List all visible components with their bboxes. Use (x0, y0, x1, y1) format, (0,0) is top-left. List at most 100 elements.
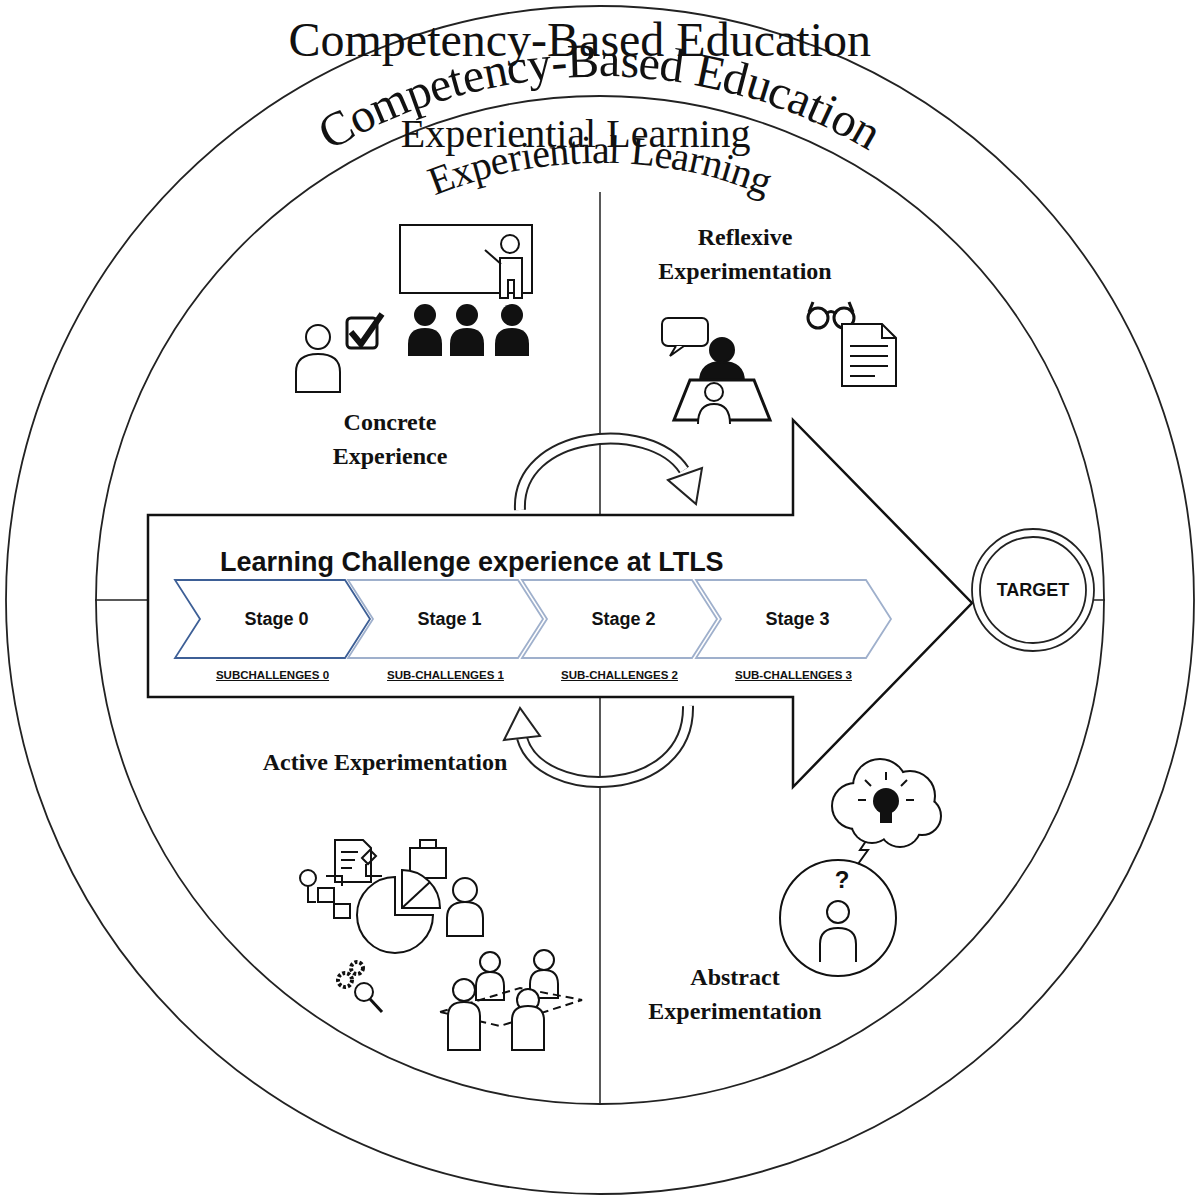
process-icon-part (334, 904, 350, 918)
idea-cloud-icon-part-part (880, 806, 920, 846)
discussion-icon (662, 318, 770, 424)
idea-cloud-icon-part-part (906, 799, 914, 801)
discussion-icon-part (670, 346, 684, 356)
idea-cloud-icon-part-part (885, 772, 887, 780)
question-mark: ? (822, 868, 862, 892)
discussion-icon-part (698, 404, 730, 424)
cycle-arrow-part (504, 708, 540, 740)
meeting-icon-part (480, 952, 500, 972)
meeting-icon-part (512, 1006, 544, 1050)
stage-chevron-outline (696, 580, 891, 684)
group-icon-part (456, 304, 478, 326)
gear-search-icon-part (370, 999, 382, 1012)
thinking-person-icon-part (820, 928, 856, 962)
group-icon-part (495, 328, 529, 356)
stage-label: Stage 1 (348, 607, 543, 631)
stage-chevron: Stage 1SUB-CHALLENGES 1 (348, 580, 543, 684)
person-icon (296, 325, 340, 392)
chevron-shape (696, 580, 891, 658)
document-icon-part (850, 365, 888, 367)
subchallenge-label: SUBCHALLENGES 0 (175, 666, 370, 684)
checkbox-icon-part (351, 314, 382, 344)
teacher-whiteboard-icon-part (485, 250, 501, 264)
stage-label: Stage 2 (522, 607, 717, 631)
meeting-icon-part (453, 979, 475, 1001)
glasses-icon-part (849, 302, 853, 312)
meeting-icon-part (448, 1002, 480, 1050)
group-icon-part (408, 328, 442, 356)
ring-circle (96, 96, 1104, 1104)
process-icon-part (308, 876, 342, 902)
person-icon-part (296, 354, 340, 392)
ring-circle (6, 6, 1194, 1194)
document-icon-part (842, 324, 896, 386)
checkbox-icon (347, 314, 382, 348)
thinking-person-icon-part (780, 860, 896, 976)
quadrant-label: Active Experimentation (260, 745, 510, 779)
process-icon (300, 870, 350, 918)
document-icon (842, 324, 896, 386)
stage-chevron: Stage 0 SUBCHALLENGES 0 (175, 580, 370, 684)
person-icon-part (306, 325, 330, 349)
cycle-arrow-part (522, 706, 688, 782)
meeting-icon-part (476, 972, 504, 1000)
idea-cloud-icon-part-part (865, 780, 871, 786)
pie-chart-icon-part (402, 882, 430, 908)
process-icon-part (300, 870, 316, 886)
idea-cloud-icon-part-part (880, 806, 920, 846)
teacher-whiteboard-icon (400, 225, 532, 298)
discussion-icon-part (662, 318, 708, 346)
challenge-arrow: Stage 0SUBCHALLENGES 0Stage 1SUB-CHALLEN… (148, 420, 972, 787)
pie-chart-icon-part (402, 870, 440, 908)
idea-cloud-icon-part (873, 788, 899, 814)
cycle-arrow-part (520, 439, 684, 510)
idea-cloud-icon (833, 760, 940, 846)
gear-search-icon-part (355, 983, 373, 1001)
challenge-arrow-outline (148, 420, 972, 787)
stage-label: Stage 3 (696, 607, 891, 631)
quadrant-label: Concrete Experience (290, 405, 490, 473)
teacher-whiteboard-icon-part (500, 258, 522, 298)
gear-search-icon-part (338, 973, 352, 987)
chevron-shape (348, 580, 543, 658)
document-icon-part (850, 375, 875, 377)
meeting-icon (440, 950, 582, 1050)
chevron-shape (522, 580, 717, 658)
gear-search-icon (338, 962, 382, 1012)
idea-cloud-icon-part (833, 760, 940, 846)
glasses-icon-part (826, 312, 836, 315)
thinking-person-icon-part (827, 901, 849, 923)
person-icon (447, 878, 483, 936)
stage-chevron: Stage 2 SUB-CHALLENGES 2 (522, 580, 717, 684)
quadrant-label: Reflexive Experimentation (620, 220, 870, 288)
document-icon-part (850, 355, 888, 357)
subchallenge-label: SUB-CHALLENGES 3 (696, 666, 891, 684)
subchallenge-label: SUB-CHALLENGES 2 (522, 666, 717, 684)
quadrant-divider (95, 192, 1105, 1105)
cycle-arrow-part (520, 439, 684, 510)
group-icon (408, 304, 529, 356)
arrow-shape (148, 420, 972, 787)
target-label: TARGET (971, 578, 1095, 602)
group-icon-part (414, 304, 436, 326)
idea-cloud-icon-part (833, 760, 940, 846)
bag-icon-part (420, 840, 436, 848)
document-icon-part (850, 345, 888, 347)
discussion-icon-part (705, 383, 723, 401)
stage-label: Stage 0 (175, 607, 370, 631)
ring-title: Experiential LearningExperiential Learni… (401, 110, 802, 220)
target-circle: TARGET (971, 528, 1095, 652)
idea-cloud-icon-part-part (901, 780, 907, 786)
lab-document-icon-part (341, 851, 358, 853)
stage-chevron-outline (522, 580, 717, 684)
idea-cloud-icon-part (858, 772, 914, 800)
experiential-ring: Stage 0SUBCHALLENGES 0Stage 1SUB-CHALLEN… (95, 95, 1105, 1105)
chevron-shape (175, 580, 370, 658)
idea-cloud-icon-part-part (858, 799, 866, 801)
lab-document-icon-part (341, 859, 355, 861)
lab-document-icon-part (341, 867, 352, 869)
target-ring (972, 529, 1094, 651)
stage-chevron-outline (175, 580, 370, 684)
